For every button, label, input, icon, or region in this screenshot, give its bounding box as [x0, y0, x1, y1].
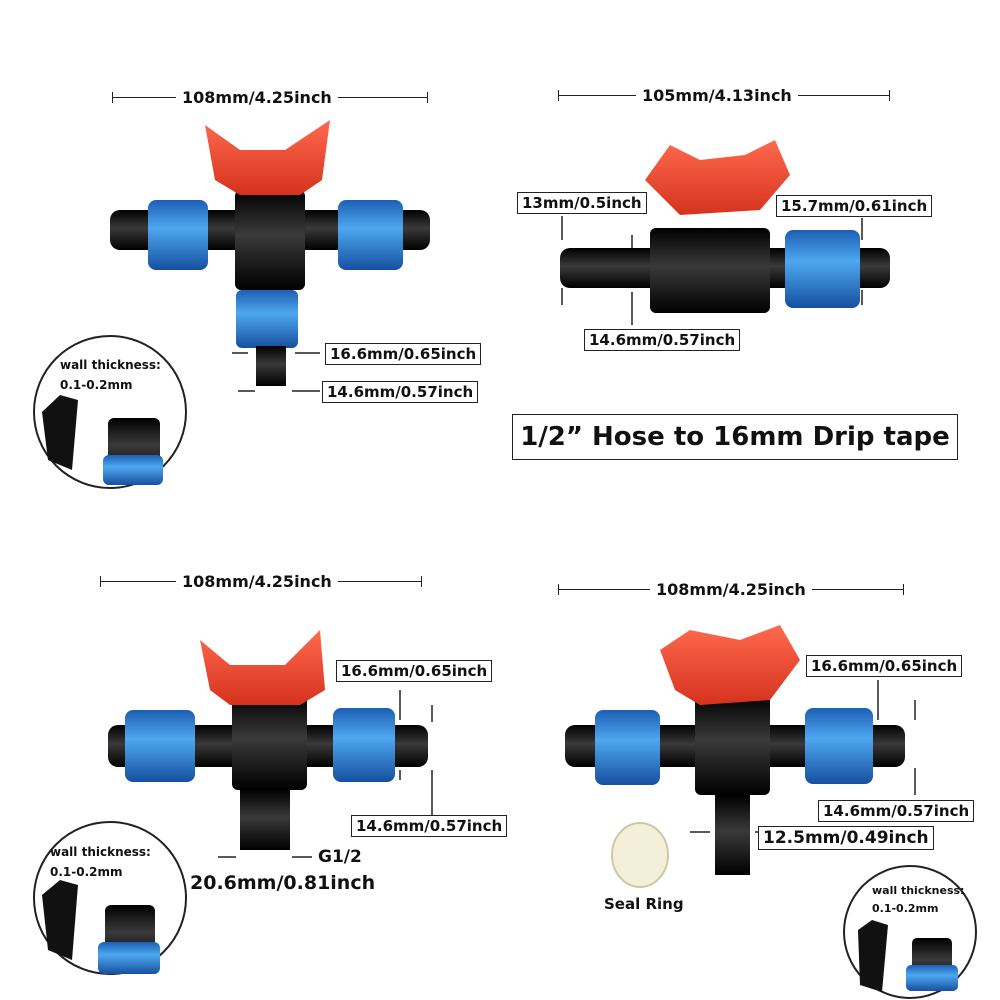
bl-inset-range: 0.1-0.2mm	[50, 865, 123, 879]
tl-dim-a: 16.6mm/0.65inch	[325, 343, 482, 365]
page-title: 1/2” Hose to 16mm Drip tape	[512, 414, 958, 460]
tr-dim-left: 13mm/0.5inch	[517, 192, 647, 214]
br-dim-a: 16.6mm/0.65inch	[806, 655, 963, 677]
br-inset-label: wall thickness:	[872, 884, 965, 897]
tl-inset-label: wall thickness:	[60, 358, 161, 372]
br-dim-c: 12.5mm/0.49inch	[758, 826, 934, 850]
bl-thread-size: 20.6mm/0.81inch	[190, 872, 376, 894]
br-dim-b: 14.6mm/0.57inch	[818, 800, 975, 822]
tl-dim-b: 14.6mm/0.57inch	[322, 381, 479, 403]
tl-valve	[110, 120, 430, 386]
tl-inset	[33, 335, 187, 489]
seal-ring-icon	[611, 822, 669, 888]
bl-thread: G1/2	[318, 847, 362, 867]
tr-valve	[560, 140, 890, 313]
dimension-arrows	[218, 216, 916, 858]
br-valve	[565, 625, 905, 888]
tl-width-label: 108mm/4.25inch	[176, 88, 338, 107]
bl-inset-label: wall thickness:	[50, 845, 151, 859]
tl-inset-range: 0.1-0.2mm	[60, 378, 133, 392]
bl-inset	[33, 821, 187, 975]
bl-valve	[108, 630, 428, 850]
tr-width-label: 105mm/4.13inch	[636, 86, 798, 105]
bl-width-label: 108mm/4.25inch	[176, 572, 338, 591]
br-inset	[843, 865, 977, 999]
br-width-label: 108mm/4.25inch	[650, 580, 812, 599]
seal-ring-label: Seal Ring	[604, 895, 684, 913]
bl-dim-a: 16.6mm/0.65inch	[336, 660, 493, 682]
br-inset-range: 0.1-0.2mm	[872, 902, 939, 915]
tr-dim-bottom: 14.6mm/0.57inch	[584, 329, 741, 351]
tr-dim-right: 15.7mm/0.61inch	[776, 195, 933, 217]
bl-dim-b: 14.6mm/0.57inch	[351, 815, 508, 837]
